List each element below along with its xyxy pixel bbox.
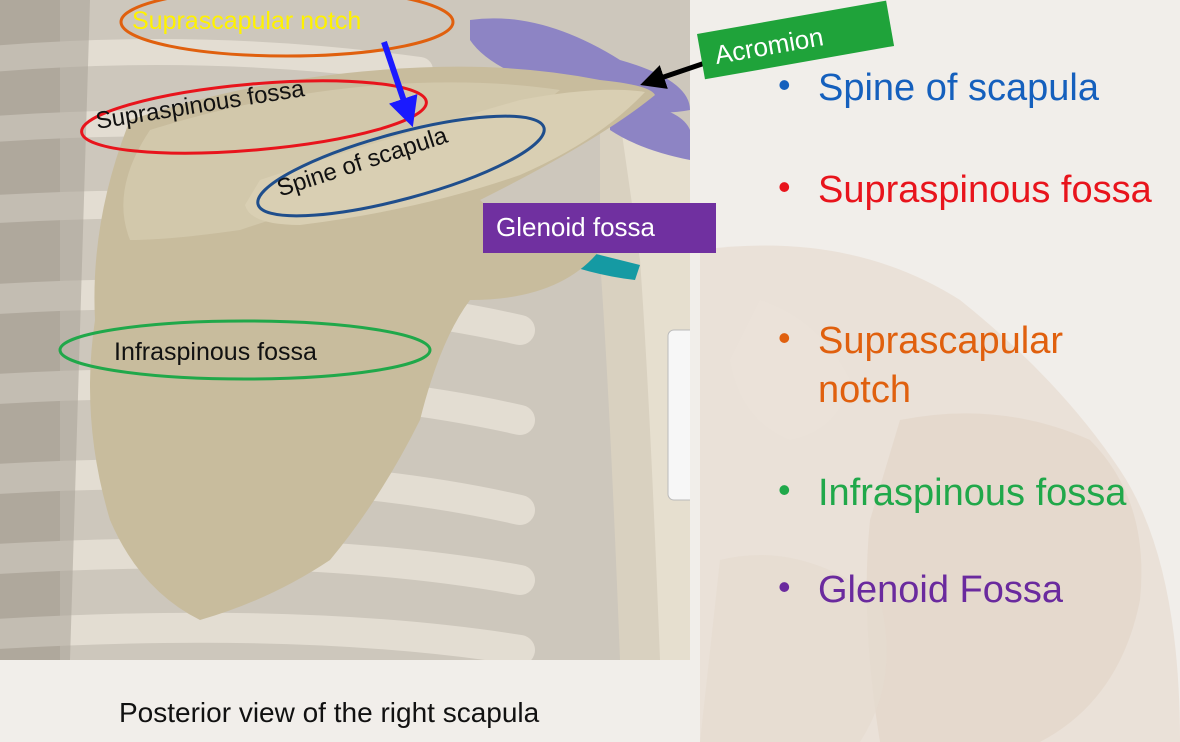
bullet-icon: •	[778, 166, 791, 207]
suprascapular-notch-outline	[119, 0, 455, 58]
supraspinous-fossa-outline	[80, 79, 428, 155]
legend-text: Supraspinous fossa	[818, 169, 1152, 211]
anatomy-photo	[0, 0, 690, 660]
suprascapular-notch-label: Suprascapular notch	[132, 7, 362, 35]
infraspinous-fossa-label: Infraspinous fossa	[114, 338, 317, 366]
legend-text: Spine of scapula	[818, 67, 1099, 109]
legend-item: • Glenoid Fossa	[778, 566, 1178, 615]
legend-item: • Supraspinous fossa	[778, 166, 1178, 215]
legend-text: Infraspinous fossa	[818, 472, 1127, 514]
figure-caption: Posterior view of the right scapula	[119, 697, 540, 728]
bullet-icon: •	[778, 64, 791, 105]
infraspinous-fossa-outline	[58, 319, 432, 381]
legend-item: • Infraspinous fossa	[778, 469, 1178, 518]
legend-text: Glenoid Fossa	[818, 569, 1064, 611]
glenoid-fossa-label: Glenoid fossa	[496, 212, 655, 242]
glenoid-fossa-label-box	[483, 203, 716, 253]
bullet-icon: •	[778, 469, 791, 510]
bullet-icon: •	[778, 317, 791, 358]
legend-item: • Suprascapular notch	[778, 317, 1178, 416]
bullet-icon: •	[778, 566, 791, 607]
legend-text: Suprascapular notch	[818, 320, 1064, 412]
notch-pointer-arrow	[381, 41, 418, 128]
spine-of-scapula-outline	[256, 114, 546, 218]
acromion-pointer-arrow	[640, 60, 706, 89]
legend-item: • Spine of scapula	[778, 64, 1178, 113]
